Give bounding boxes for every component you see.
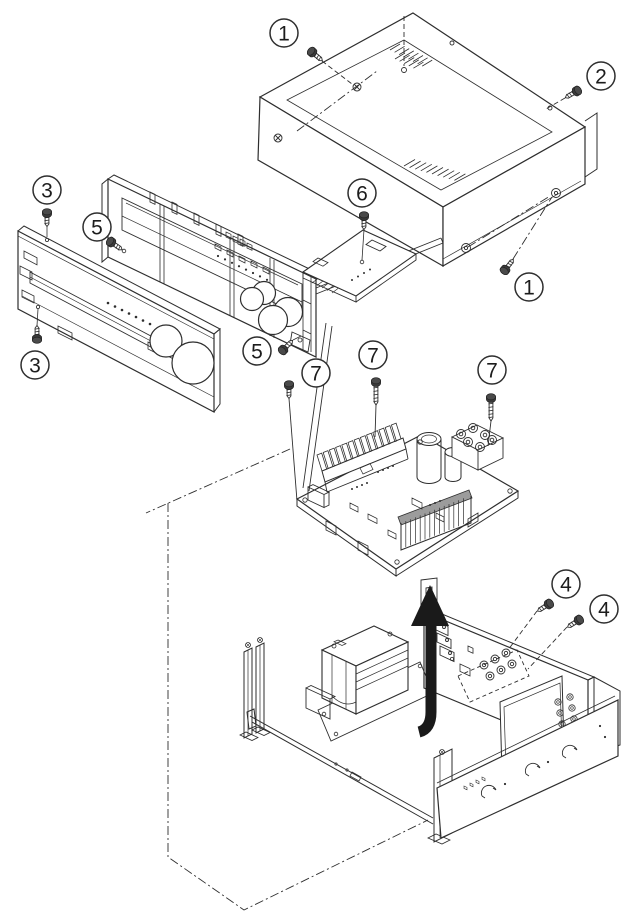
callout-circle — [32, 175, 62, 205]
callout-1: 1 — [269, 18, 299, 48]
pin-dots — [351, 268, 371, 281]
relay — [307, 484, 331, 509]
callout-4: 4 — [589, 594, 619, 624]
callout-number: 7 — [310, 363, 322, 386]
edge-connector — [311, 278, 339, 294]
screw-icon — [41, 208, 53, 227]
callout-5: 5 — [242, 336, 272, 366]
knob-cutout — [149, 324, 183, 358]
panel-led-dots — [106, 301, 152, 326]
callout-circle — [589, 594, 619, 624]
rca-jack-block — [450, 423, 505, 471]
screw-hole — [45, 237, 50, 242]
callout-2: 2 — [586, 61, 616, 91]
callout-circle — [20, 350, 50, 380]
callout-circle — [82, 212, 112, 242]
side-wall — [436, 695, 619, 839]
laminations — [355, 649, 409, 691]
callout-number: 4 — [560, 574, 572, 597]
callout-number: 3 — [29, 355, 41, 378]
callout-number: 1 — [278, 23, 290, 46]
jack-alignment-box — [457, 649, 530, 703]
main-board-leaders — [288, 322, 492, 502]
winding — [331, 695, 357, 705]
screw-icon — [534, 597, 556, 616]
callout-6: 6 — [347, 178, 377, 208]
callout-3: 3 — [32, 175, 62, 205]
board-connector — [365, 239, 387, 252]
rear-rca-jacks — [479, 648, 517, 681]
callout-number: 4 — [598, 599, 610, 622]
screw4-leaders — [507, 610, 568, 670]
screw-icon — [31, 325, 43, 344]
wall-vents — [463, 744, 578, 799]
heatsink-2 — [397, 489, 473, 551]
screw-icon — [498, 256, 518, 277]
callout-circle — [551, 569, 581, 599]
callout-7: 7 — [358, 340, 388, 370]
callout-7: 7 — [477, 355, 507, 385]
callout-number: 2 — [595, 66, 607, 89]
callout-number: 5 — [251, 341, 263, 364]
top-cover — [257, 12, 598, 268]
cover-screw-holes — [273, 40, 561, 253]
callout-1: 1 — [514, 272, 544, 302]
panel-slot — [57, 325, 73, 341]
callout-circle — [269, 18, 299, 48]
winding-block — [305, 685, 337, 720]
callout-number: 5 — [91, 217, 103, 240]
callout-number: 7 — [486, 360, 498, 383]
led-dot-row — [216, 254, 269, 281]
callout-circle — [301, 358, 331, 388]
screw-hole — [121, 248, 127, 254]
screw-icon — [370, 377, 382, 406]
panel-button — [19, 265, 33, 281]
screw-hole — [36, 304, 41, 309]
callout-number: 6 — [356, 183, 368, 206]
tuner-board — [301, 229, 418, 303]
small-components — [349, 463, 445, 540]
button-row — [214, 231, 270, 275]
heatsink-1 — [316, 422, 409, 493]
callout-5: 5 — [82, 212, 112, 242]
top-edge-slots — [149, 191, 244, 248]
volume-knob — [239, 280, 304, 336]
knob-cutout — [171, 341, 215, 385]
screw-icon — [485, 393, 497, 422]
chassis — [239, 577, 621, 845]
corner-bracket — [289, 331, 311, 353]
callout-4: 4 — [551, 569, 581, 599]
cover-leader-lines — [296, 16, 566, 260]
screw-icon — [283, 380, 295, 399]
screw-icon — [562, 84, 584, 103]
callout-circle — [358, 340, 388, 370]
screw-icon — [564, 613, 586, 632]
callout-3: 3 — [20, 350, 50, 380]
solder-dots — [351, 465, 441, 506]
callout-number: 7 — [367, 345, 379, 368]
vent-hatch-front — [403, 159, 466, 181]
callout-number: 1 — [523, 277, 535, 300]
alignment-lines — [145, 448, 429, 911]
front-panel — [17, 225, 221, 413]
callout-number: 3 — [41, 180, 53, 203]
lift-arrow — [411, 585, 449, 738]
front-rail — [246, 708, 434, 825]
panel-button — [21, 289, 35, 304]
callout-circle — [477, 355, 507, 385]
transformer — [305, 625, 434, 742]
callout-circle — [586, 61, 616, 91]
callout-7: 7 — [301, 358, 331, 388]
callout-circle — [347, 178, 377, 208]
main-board — [295, 422, 520, 577]
panel-button — [23, 250, 38, 266]
callout-circle — [242, 336, 272, 366]
callout-circle — [514, 272, 544, 302]
